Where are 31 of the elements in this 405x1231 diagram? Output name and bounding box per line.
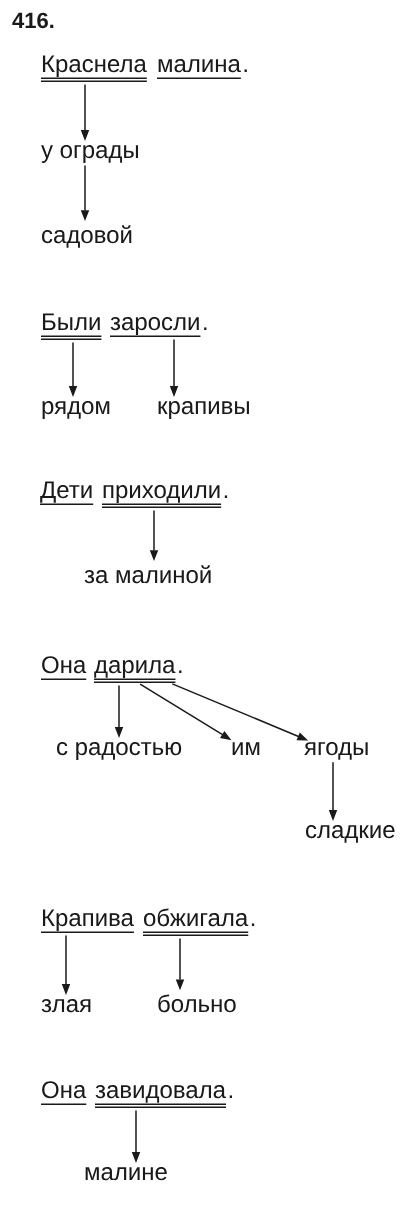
underlined-word: малина [156,59,242,79]
full-stop: . [251,923,255,926]
word: им [232,742,260,755]
double-underlined-word: приходили [101,485,222,508]
word: за малиной [84,565,211,584]
word: малине [85,1167,167,1181]
full-stop: . [204,327,207,330]
word: больно [158,994,236,1013]
word: рядом [42,401,110,419]
full-stop: . [229,1095,232,1098]
word: злая [41,999,91,1013]
underlined-word: Она [40,1081,87,1105]
double-underlined-word: Были [40,313,103,340]
underlined-word: Крапива [40,909,135,933]
full-stop: . [179,670,182,673]
word: садовой [42,225,132,248]
word: ягоды [304,742,368,760]
double-underlined-word: обжигала [142,908,249,936]
full-stop: . [244,69,247,72]
word: сладкие [306,825,395,843]
underlined-word: Она [40,656,87,680]
double-underlined-word: завидовала [94,1085,227,1108]
full-stop: . [224,495,228,498]
word: с радостью [57,742,182,760]
underlined-word: заросли [109,317,202,337]
exercise-number: 416. [12,12,54,29]
word: у ограды [41,145,138,163]
double-underlined-word: Краснела [40,55,148,82]
double-underlined-word: дарила [93,660,177,683]
underlined-word: Дети [39,481,94,505]
word: крапивы [158,401,249,419]
